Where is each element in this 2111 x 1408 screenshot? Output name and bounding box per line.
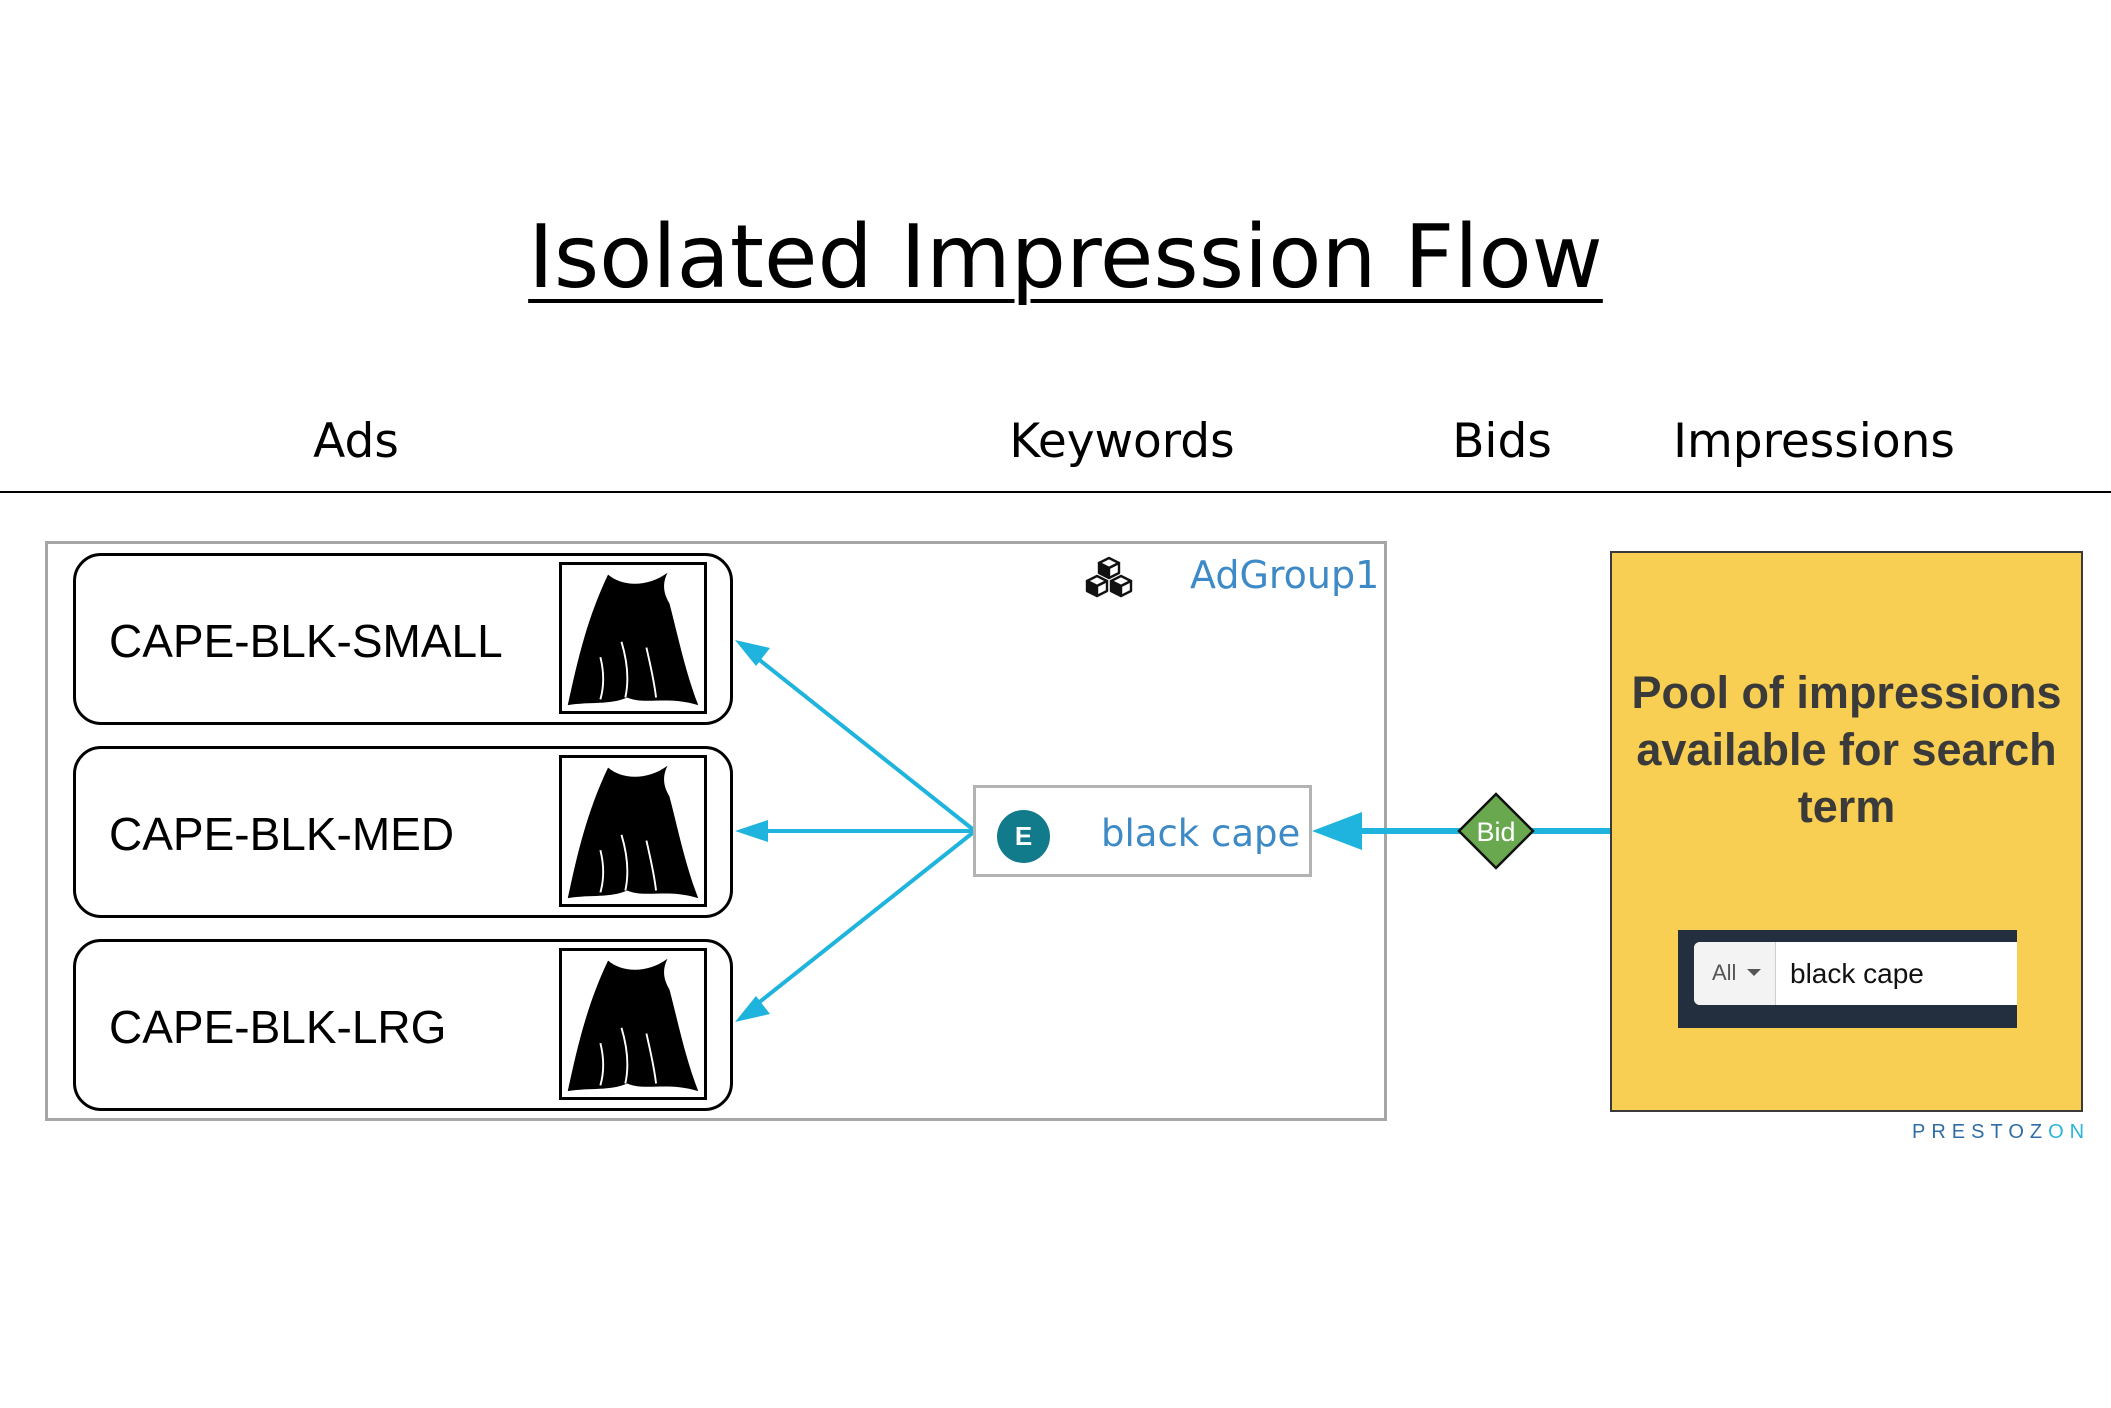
black-cape-image <box>559 562 707 714</box>
header-divider <box>0 491 2111 493</box>
black-cape-image <box>559 755 707 907</box>
search-bar: All black cape <box>1678 930 2017 1028</box>
column-header-ads: Ads <box>313 414 399 469</box>
bid-diamond <box>1457 792 1535 870</box>
brand-accent: ON <box>2048 1121 2091 1143</box>
caret-down-icon <box>1747 969 1761 976</box>
ad-sku-label: CAPE-BLK-LRG <box>109 1001 447 1053</box>
column-header-impressions: Impressions <box>1673 414 1955 469</box>
diagram-title: Isolated Impression Flow <box>528 206 1603 308</box>
impression-pool-text: Pool of impressions available for search… <box>1631 667 2062 832</box>
exact-match-badge: E <box>997 810 1050 863</box>
column-header-keywords: Keywords <box>1009 414 1235 469</box>
brand-logo: PRESTOZON <box>1912 1122 2090 1142</box>
search-query: black cape <box>1790 958 1924 989</box>
ad-group-label: AdGroup1 <box>1190 553 1380 597</box>
bid-label: Bid <box>1476 817 1515 847</box>
black-cape-image <box>559 948 707 1100</box>
ad-card-lrg: CAPE-BLK-LRG <box>73 939 733 1111</box>
search-input-area: All black cape <box>1694 942 2017 1005</box>
column-header-bids: Bids <box>1452 414 1552 469</box>
ad-card-small: CAPE-BLK-SMALL <box>73 553 733 725</box>
ad-card-med: CAPE-BLK-MED <box>73 746 733 918</box>
brand-main: PRESTOZ <box>1912 1121 2049 1143</box>
keyword-box: E black cape <box>973 785 1312 877</box>
cubes-icon <box>1083 556 1135 602</box>
keyword-text: black cape <box>1101 812 1301 855</box>
ad-sku-label: CAPE-BLK-MED <box>109 808 455 860</box>
impression-pool-panel: Pool of impressions available for search… <box>1610 551 2083 1112</box>
category-dropdown: All <box>1694 942 1776 1005</box>
category-label: All <box>1712 960 1737 985</box>
ad-sku-label: CAPE-BLK-SMALL <box>109 615 503 667</box>
